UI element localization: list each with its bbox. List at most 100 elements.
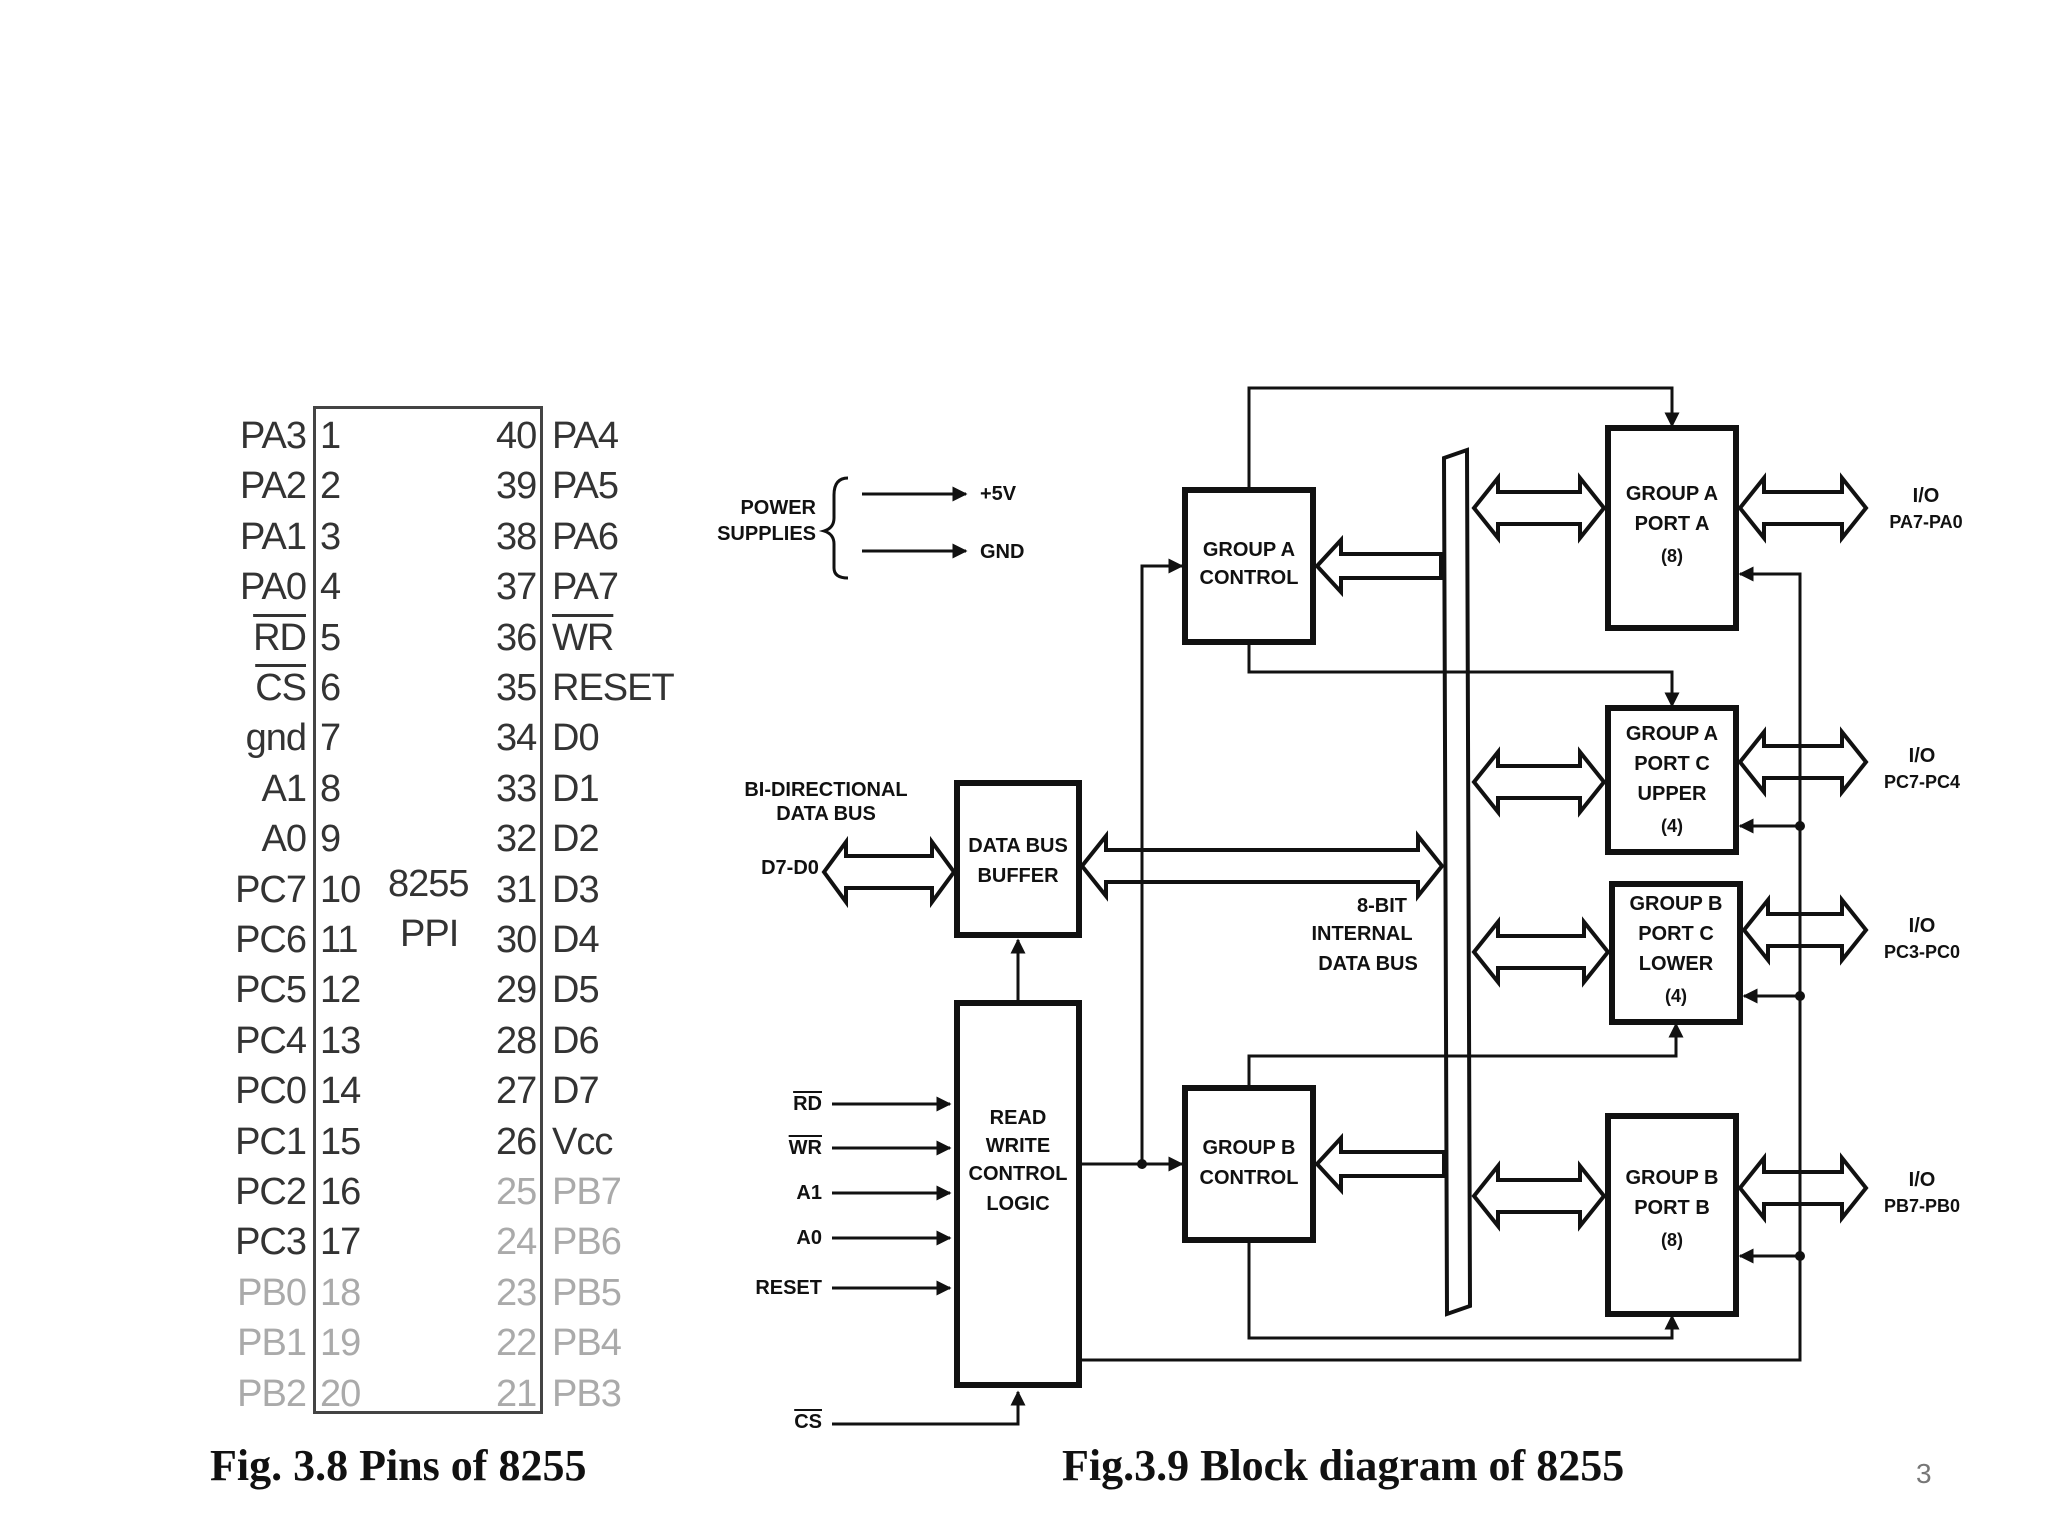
pin-right-name: Vcc	[552, 1120, 613, 1163]
pin-left-name: PA2	[239, 465, 307, 508]
pin-right-name: PB7	[552, 1171, 622, 1213]
pin-left-name: PC1	[235, 1120, 307, 1163]
pin-left-name: A1	[261, 767, 307, 810]
port-b-label-2: PORT B	[1634, 1197, 1710, 1219]
internal-bus-label-1: 8-BIT	[1357, 895, 1407, 917]
rw-label-2: WRITE	[986, 1135, 1050, 1157]
port-c-lower-label-4: (4)	[1665, 986, 1687, 1006]
pin-left-name: A0	[261, 818, 307, 861]
internal-bus-label-3: DATA BUS	[1318, 953, 1418, 975]
pin-right-number: 24	[496, 1221, 537, 1264]
pin-left-number: 19	[320, 1322, 361, 1365]
power-brace	[818, 476, 849, 580]
pin-right-number: 32	[496, 818, 537, 861]
pin-left-number: 5	[320, 616, 341, 659]
d7d0-bus-arrow	[821, 835, 957, 909]
data-bus-buffer-label-2: BUFFER	[977, 865, 1059, 887]
pin-right-number: 38	[496, 515, 537, 558]
io-pc-upper-label-1: I/O	[1909, 745, 1936, 767]
caption-block: Fig.3.9 Block diagram of 8255	[1062, 1441, 1625, 1490]
pin-left-name: gnd	[245, 717, 307, 760]
pin-left-name: PA0	[239, 566, 307, 609]
pin-right-number: 31	[496, 868, 537, 911]
pin-right-name: D7	[552, 1070, 600, 1113]
group-b-port-c-box	[1609, 881, 1743, 1025]
port-c-lower-label-3: LOWER	[1639, 953, 1714, 975]
bus-port-b-arrow	[1471, 1160, 1607, 1232]
pin-right-number: 33	[496, 767, 537, 810]
pin-right-name: PB3	[552, 1372, 622, 1415]
pin-left-number: 6	[320, 667, 341, 709]
pin-right-name: PA4	[552, 415, 619, 457]
pin-left-name: PA3	[239, 415, 307, 457]
port-c-lower-label-2: PORT C	[1638, 923, 1714, 945]
pin-right-name: D1	[552, 767, 600, 810]
port-c-upper-label-3: UPPER	[1638, 783, 1707, 805]
pin-left-number: 9	[320, 818, 341, 861]
pin-right-number: 39	[496, 465, 537, 508]
group-a-control-box	[1182, 487, 1316, 645]
io-pb-label-2: PB7-PB0	[1884, 1196, 1960, 1216]
pin-left-number: 13	[320, 1019, 361, 1062]
power-label-1: POWER	[740, 497, 816, 519]
pin-left-number: 2	[320, 465, 341, 508]
pin-left-number: 12	[320, 969, 361, 1012]
io-pc-lower-label-2: PC3-PC0	[1884, 942, 1960, 962]
pin-left-name: PC4	[235, 1019, 307, 1062]
bus-port-c-lower-arrow	[1471, 916, 1611, 988]
bidir-label-2: DATA BUS	[776, 803, 876, 825]
pin-right-number: 37	[496, 566, 537, 609]
bus-port-c-upper-arrow	[1471, 746, 1607, 818]
pin-right-name: D3	[552, 868, 600, 911]
ga-control-to-port-a	[1247, 386, 1680, 490]
ga-control-to-port-c-upper	[1247, 642, 1680, 708]
pin-left-number: 10	[320, 868, 361, 911]
io-pc-lower-label-1: I/O	[1909, 915, 1936, 937]
ctrl-wr-label: WR	[789, 1137, 823, 1159]
pin-left-name: PC7	[235, 868, 307, 911]
gb-control-to-port-b	[1247, 1240, 1680, 1340]
rw-label-1: READ	[990, 1107, 1047, 1129]
group-a-control-label-2: CONTROL	[1200, 567, 1299, 589]
pin-left-number: 15	[320, 1120, 361, 1163]
gb-control-to-port-c-lower	[1247, 1022, 1684, 1088]
port-b-label-3: (8)	[1661, 1230, 1683, 1250]
ctrl-cs-label: CS	[794, 1411, 822, 1433]
pin-left-name: PA1	[239, 515, 307, 558]
pin-left-name: RD	[253, 616, 307, 659]
io-pc-upper-label-2: PC7-PC4	[1884, 772, 1960, 792]
chip-type: PPI	[400, 913, 459, 955]
pin-right-name: D6	[552, 1019, 600, 1062]
junction-port-b	[1795, 1251, 1805, 1261]
group-b-control-box	[1182, 1085, 1316, 1243]
group-b-control-label-1: GROUP B	[1203, 1137, 1296, 1159]
pin-right-number: 40	[496, 415, 537, 457]
pin-left-number: 7	[320, 717, 341, 760]
plus5v-label: +5V	[980, 483, 1017, 505]
pin-left-name: CS	[255, 667, 307, 709]
group-a-port-c-box	[1605, 705, 1739, 855]
pin-left-number: 3	[320, 515, 341, 558]
pin-left-number: 8	[320, 767, 341, 810]
bus-group-b-control-arrow	[1314, 1132, 1446, 1196]
pin-left-name: PC2	[235, 1171, 307, 1213]
pin-right-name: D0	[552, 717, 600, 760]
pin-right-name: PB4	[552, 1322, 622, 1365]
rw-control-logic-box	[954, 1000, 1082, 1388]
rw-label-4: LOGIC	[986, 1193, 1049, 1215]
io-pa-label-1: I/O	[1913, 485, 1940, 507]
rw-to-ga-control	[1140, 558, 1184, 1164]
port-a-label-2: PORT A	[1635, 513, 1710, 535]
bus-group-a-control-arrow	[1314, 534, 1443, 598]
group-a-port-a-box	[1605, 425, 1739, 631]
rw-label-3: CONTROL	[969, 1163, 1068, 1185]
pin-left-name: PC3	[235, 1221, 307, 1264]
rw-junction	[1137, 1159, 1147, 1169]
gnd-label: GND	[980, 541, 1024, 563]
group-a-control-label-1: GROUP A	[1203, 539, 1295, 561]
pin-right-name: PA5	[552, 465, 619, 508]
port-c-upper-label-1: GROUP A	[1626, 723, 1718, 745]
ctrl-reset-label: RESET	[755, 1277, 822, 1299]
ctrl-cs-line	[832, 1390, 1026, 1426]
